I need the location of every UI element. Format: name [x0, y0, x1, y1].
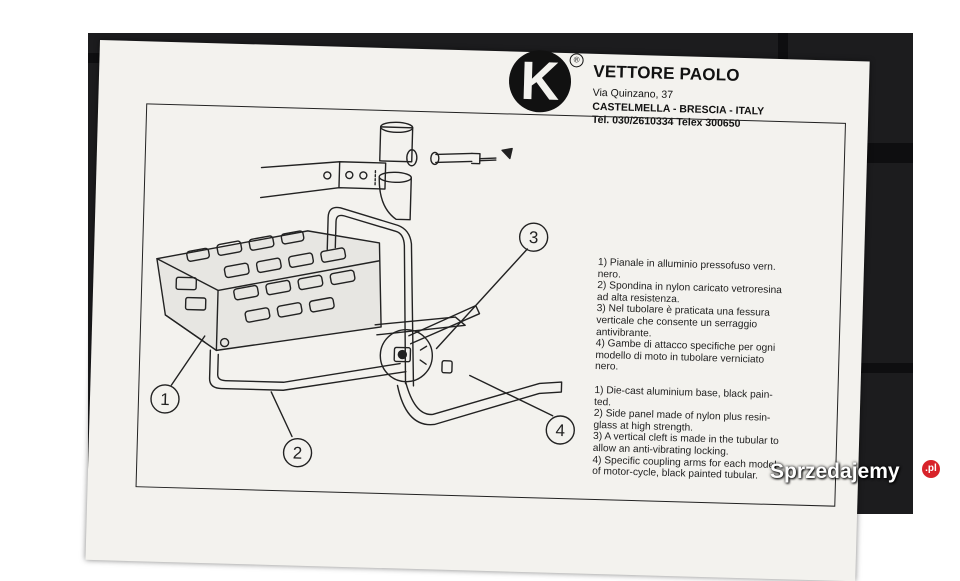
locking-detail [379, 328, 453, 383]
company-name: VETTORE PAOLO [593, 61, 741, 85]
leader-line-2 [270, 391, 293, 438]
leader-line-4 [469, 374, 554, 417]
callout-3-circle [518, 222, 549, 252]
callout-1-label: 1 [160, 390, 170, 409]
logo-letter: K [519, 50, 561, 112]
rack-diagram: 1 2 3 4 [150, 121, 575, 468]
callout-1-circle [150, 384, 180, 414]
rack-base-plate [156, 230, 382, 352]
callout-2-circle [282, 437, 313, 468]
callout-4-circle [545, 415, 575, 445]
leader-line-3 [435, 248, 529, 350]
site-watermark: Sprzedajemy [770, 460, 900, 483]
rack-tubular-frame [208, 206, 563, 426]
company-logo: K [508, 49, 572, 114]
callout-3-label: 3 [529, 228, 539, 247]
site-watermark-suffix: .pl [922, 460, 940, 478]
leader-line-1 [170, 335, 206, 386]
registered-mark: ® [569, 53, 584, 68]
instruction-sheet: K ® VETTORE PAOLO Via Quinzano, 37 CASTE… [85, 40, 870, 581]
callout-4-label: 4 [555, 421, 565, 440]
diagram-frame: 1 2 3 4 1) Pianale in alluminio pressofu… [135, 103, 846, 507]
company-street: Via Quinzano, 37 [592, 86, 674, 102]
callout-2-label: 2 [293, 444, 303, 463]
parts-legend: 1) Pianale in alluminio pressofuso vern.… [592, 257, 838, 484]
detail-exploded-view [259, 121, 513, 221]
